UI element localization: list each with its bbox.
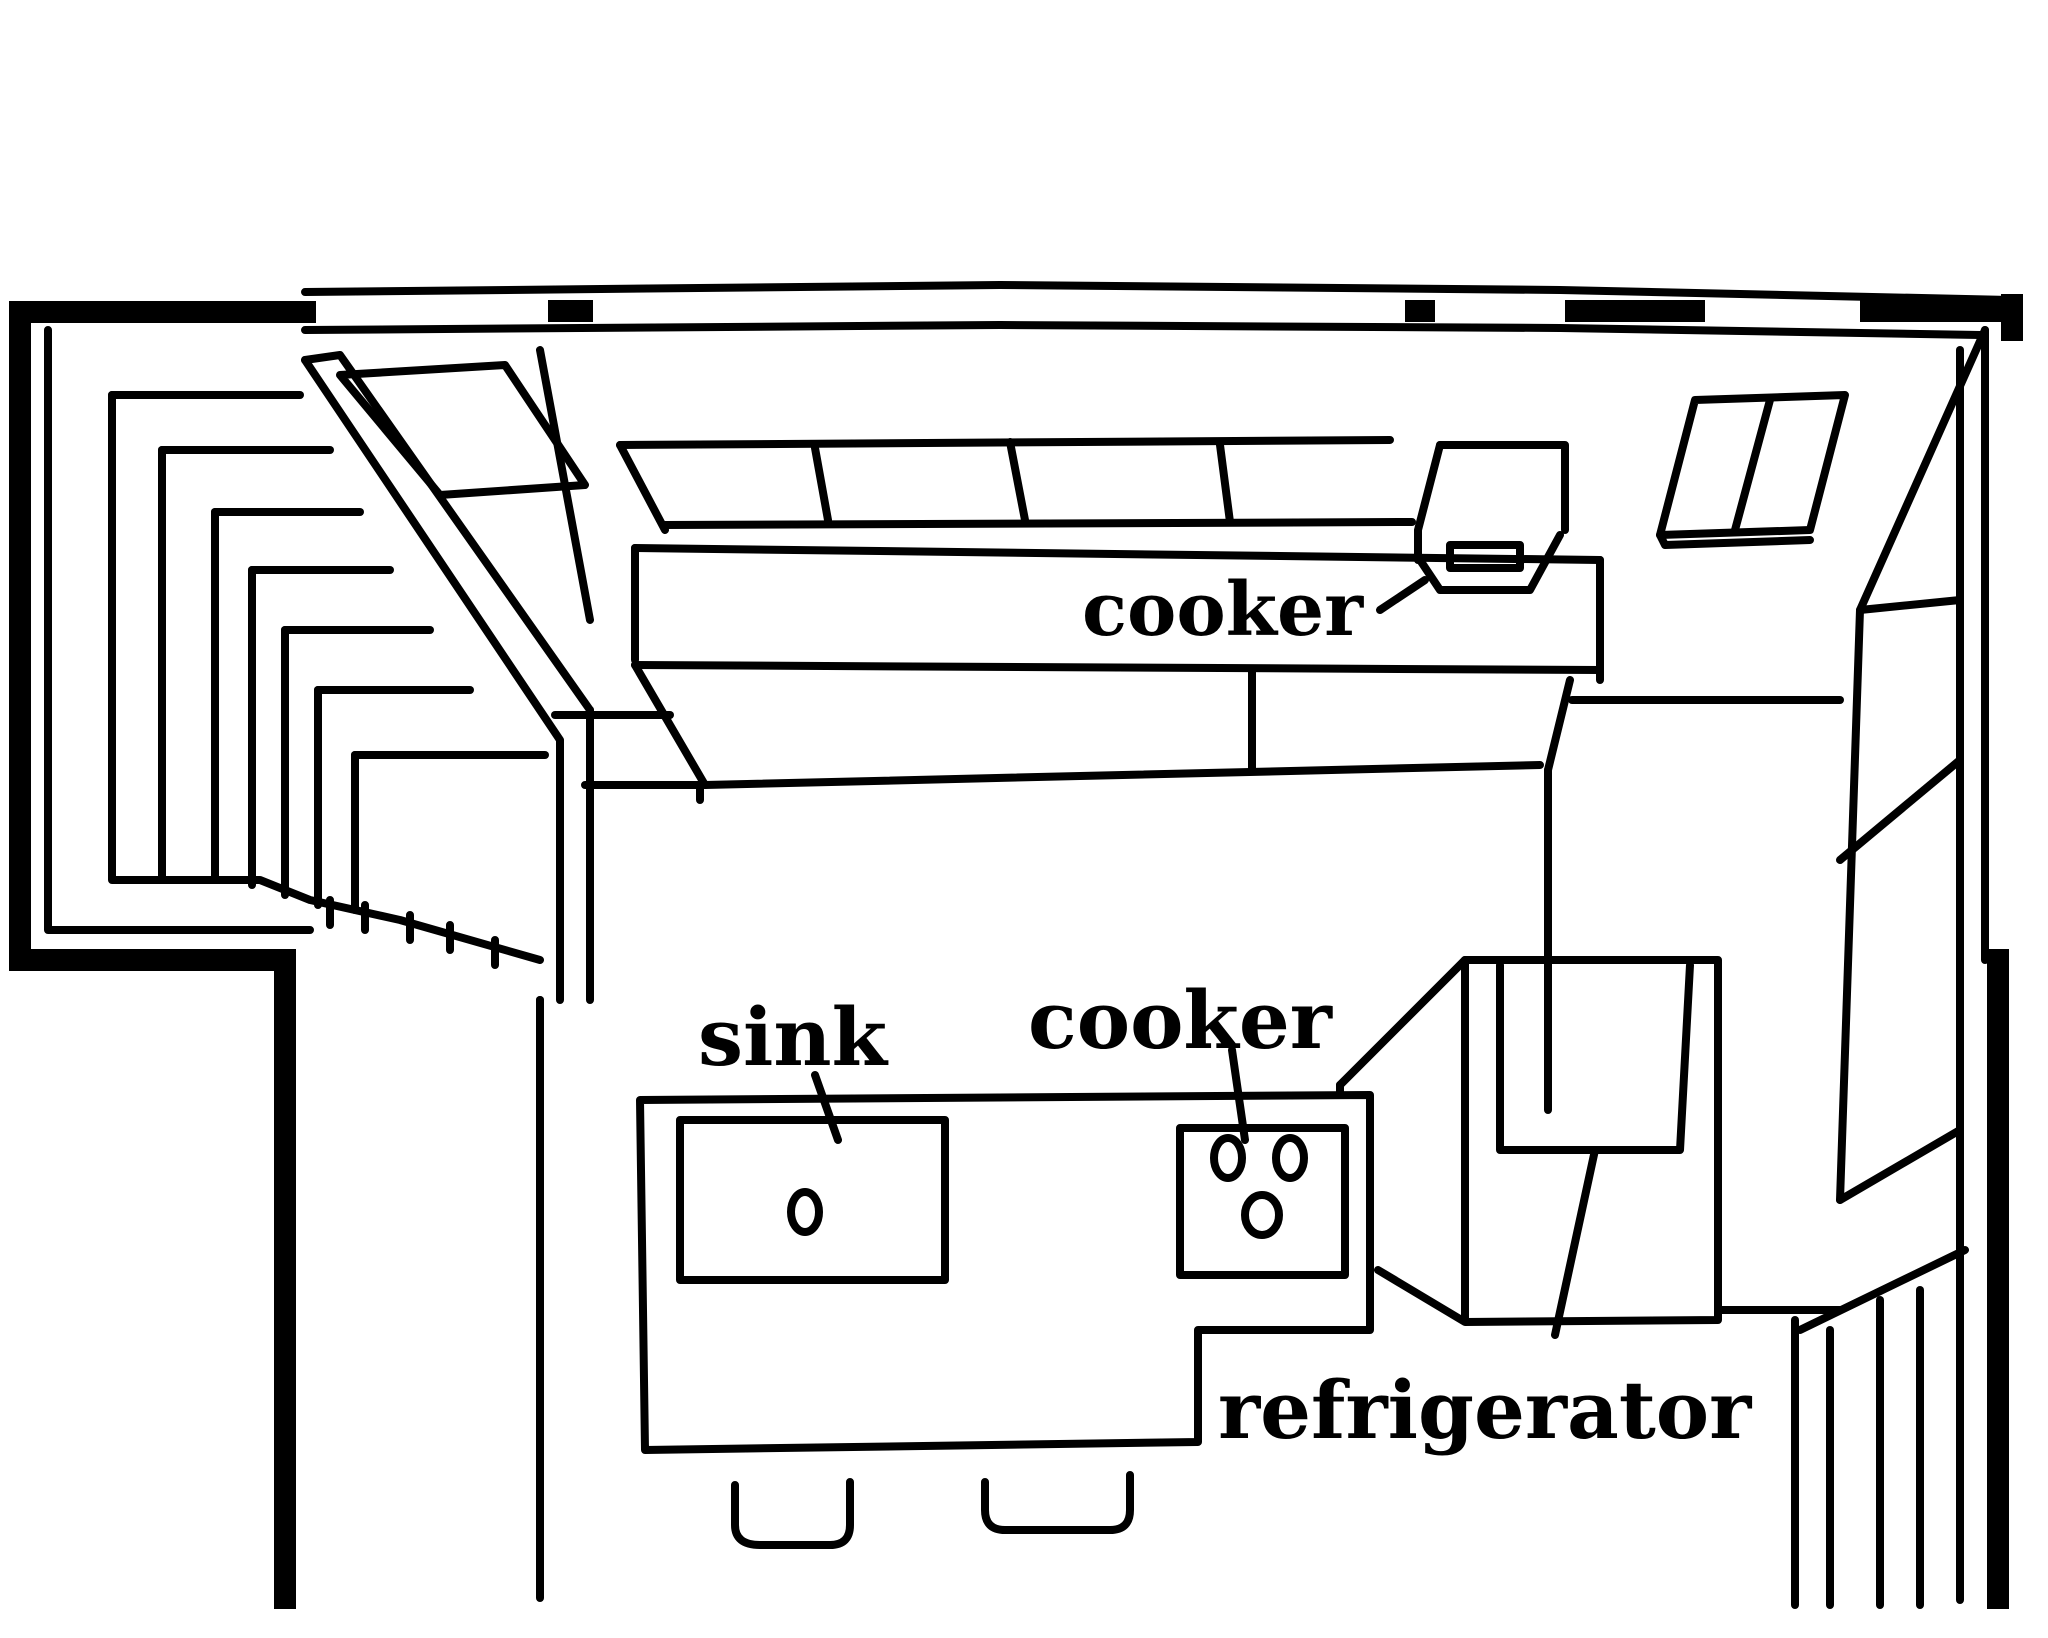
staircase	[44, 326, 549, 969]
label-sink: sink	[698, 990, 889, 1084]
window-post	[1565, 300, 1705, 322]
leader-back-cooker	[1376, 576, 1429, 614]
label-refrigerator: refrigerator	[1218, 1363, 1752, 1457]
island-hob	[1176, 1124, 1349, 1279]
burner	[1241, 1191, 1283, 1239]
burner	[1210, 1134, 1246, 1182]
stool	[981, 1471, 1134, 1534]
window-post	[1860, 300, 2020, 322]
leader-refrigerator	[1551, 1146, 1599, 1339]
sink-drain	[787, 1188, 823, 1236]
leader-lines	[811, 576, 1599, 1339]
burner	[1272, 1134, 1308, 1182]
island	[636, 1091, 1374, 1549]
right-wall-shelves	[1544, 326, 1989, 1609]
stool	[731, 1478, 854, 1549]
top-wall-band	[301, 281, 2014, 339]
left-wall	[9, 301, 296, 1609]
label-back-cooker: cooker	[1082, 567, 1364, 653]
leader-island-cooker	[1228, 1046, 1249, 1144]
outer-walls	[9, 294, 2023, 1609]
back-counter	[536, 436, 1604, 1004]
window-post	[548, 300, 593, 322]
skylight-right	[1656, 391, 1849, 549]
window-post	[1405, 300, 1435, 322]
back-cooker-hob	[1446, 541, 1524, 572]
leader-sink	[811, 1071, 842, 1144]
sink-basin	[676, 1116, 949, 1284]
skylight-left	[336, 361, 589, 499]
label-island-cooker: cooker	[1028, 973, 1333, 1067]
island-counter	[636, 1091, 1374, 1454]
back-cooker-body	[1436, 441, 1569, 534]
ceiling-beam	[301, 346, 594, 1602]
refrigerator	[1336, 956, 1722, 1326]
